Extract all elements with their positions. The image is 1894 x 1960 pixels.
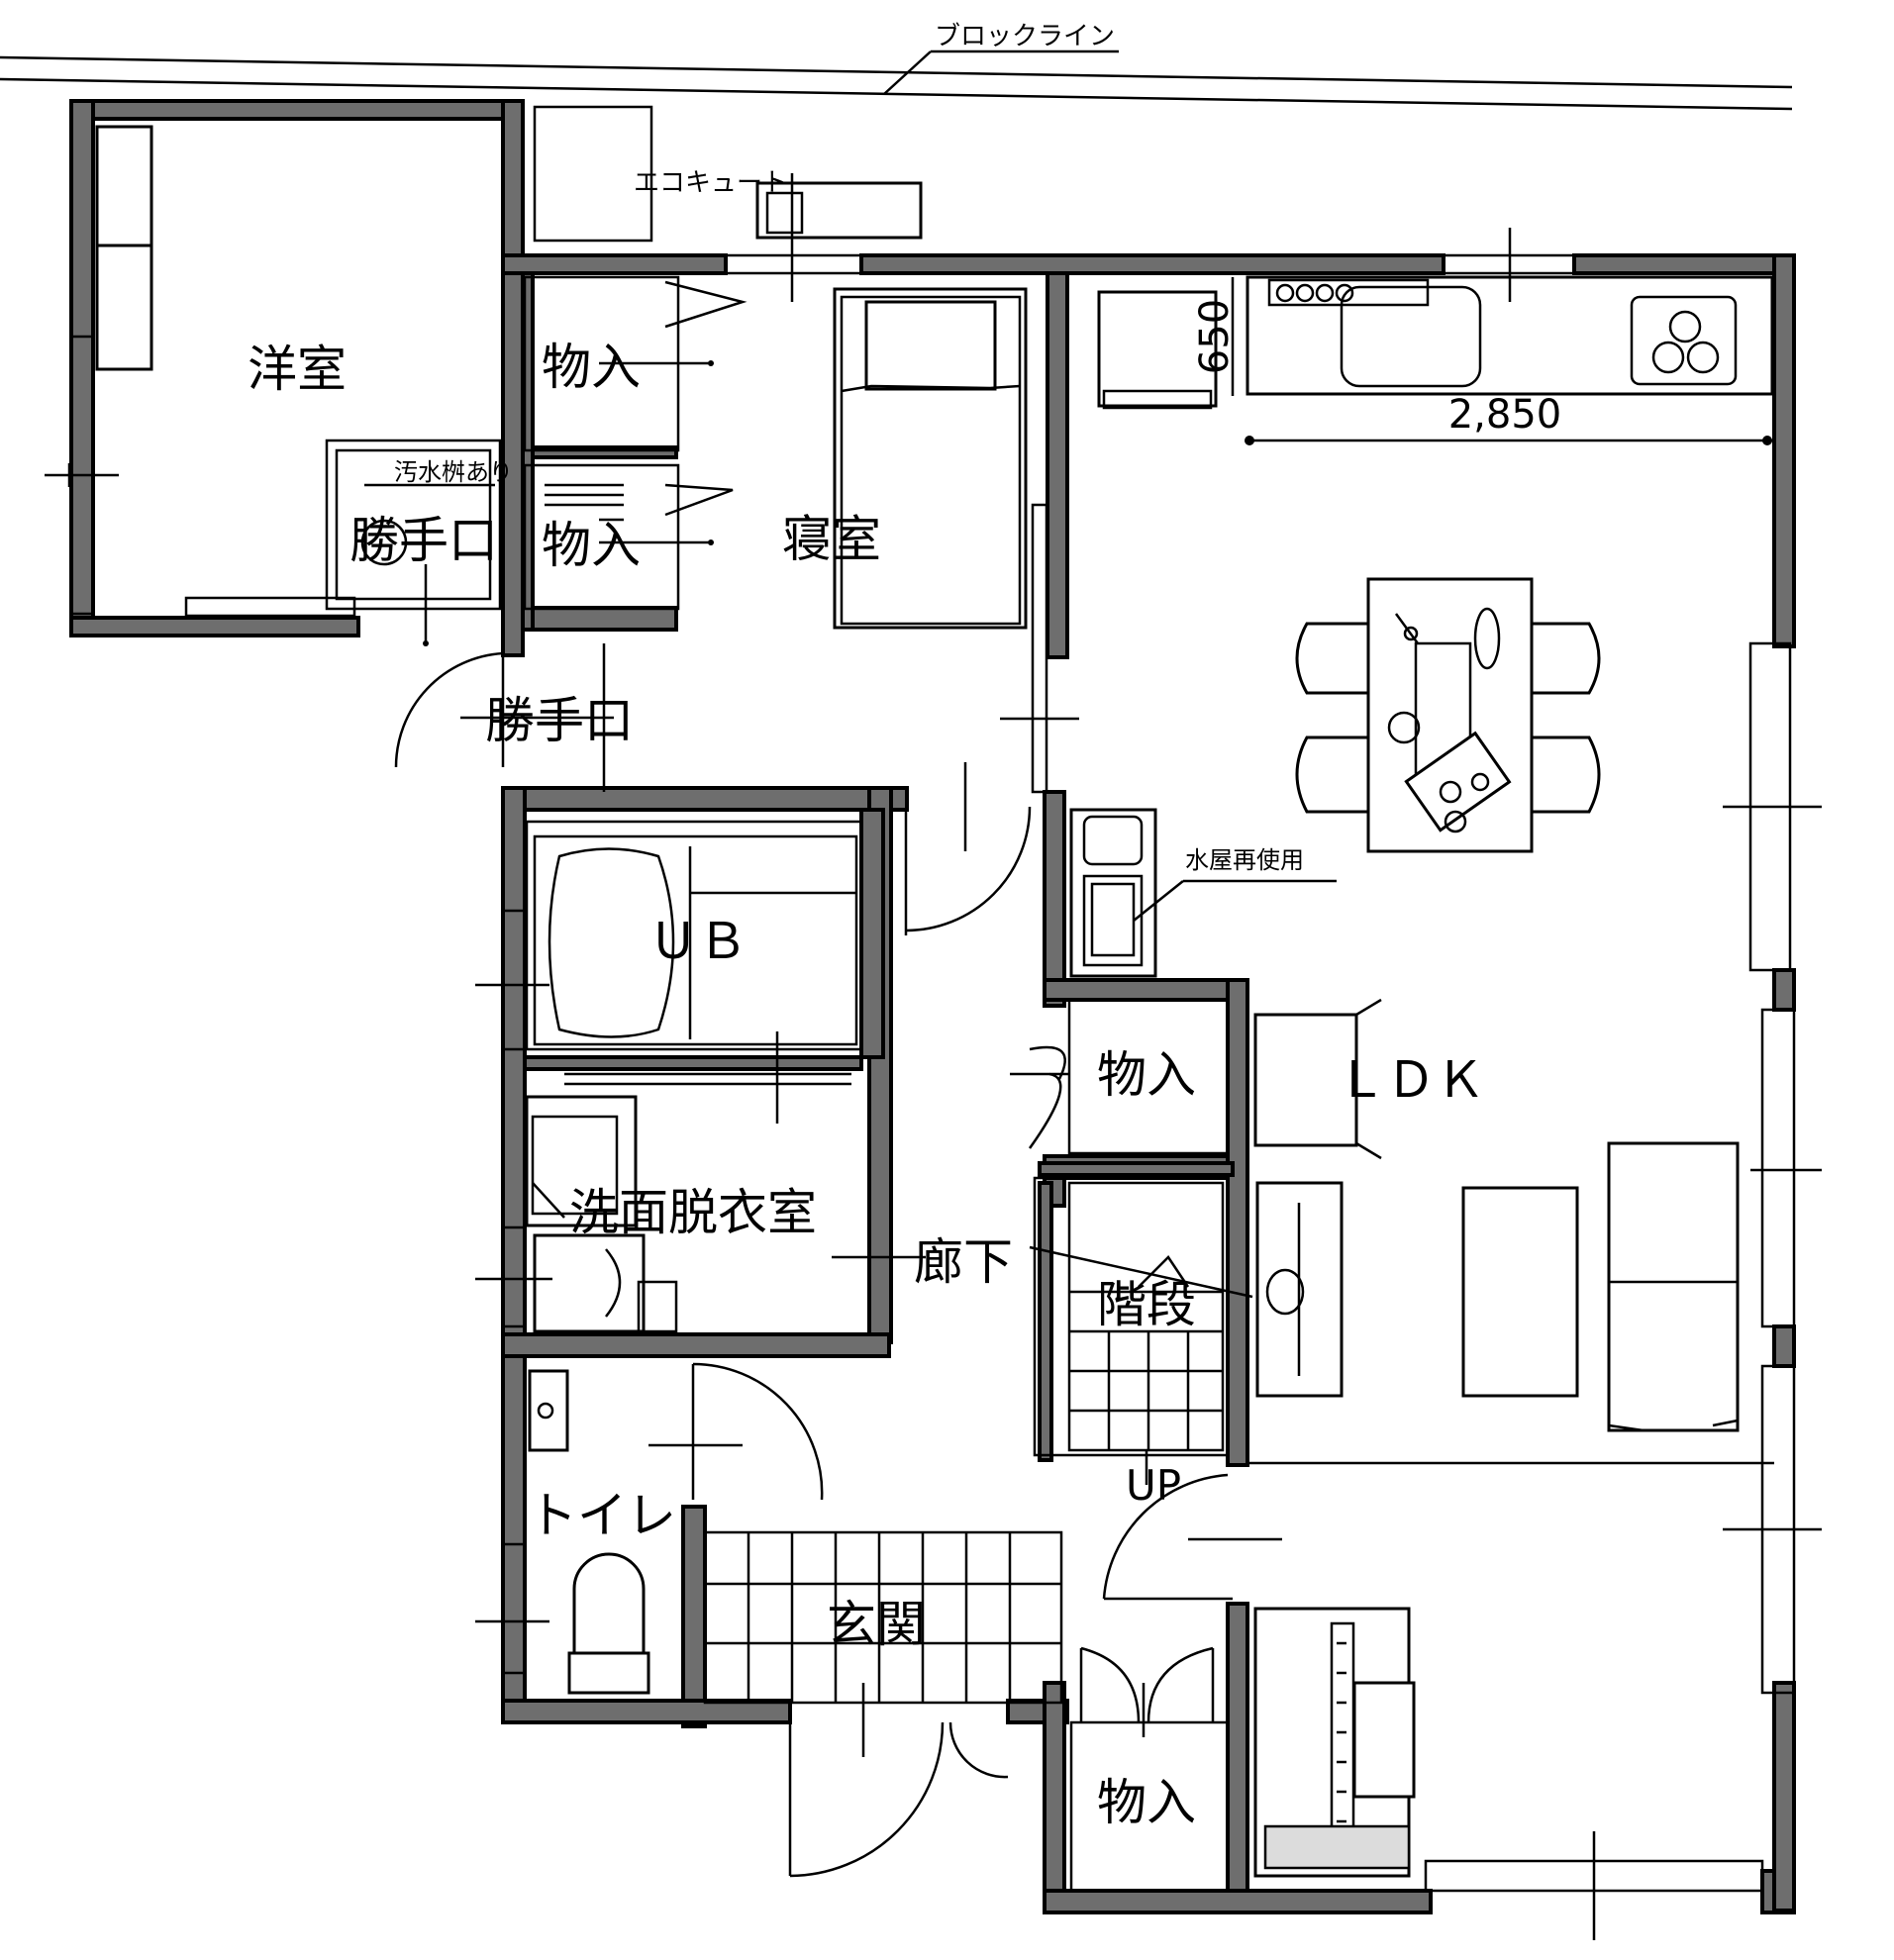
room-label-storage-2: 物入 (542, 517, 641, 574)
staircase[interactable] (1033, 1176, 1230, 1485)
block-line: ブロックライン (0, 22, 1793, 111)
toilet-fixtures[interactable] (475, 1362, 824, 1695)
room-label-entrance: 玄関 (827, 1596, 926, 1653)
room-label-unit-bath: ＵＢ (648, 913, 748, 970)
room-label-storage-4: 物入 (1097, 1774, 1196, 1831)
room-label-corridor: 廊下 (914, 1233, 1013, 1291)
eco-cute-unit: エコキュート (533, 105, 923, 302)
room-label-stairs: 階段 (1097, 1276, 1196, 1333)
room-label-toilet: トイレ (528, 1487, 676, 1544)
room-label-western-room: 洋室 (248, 341, 347, 398)
entrance-floor (703, 1530, 1063, 1757)
washroom-fixtures (475, 1095, 926, 1333)
living-furniture (1247, 805, 1822, 1531)
room-label-washroom: 洗面脱衣室 (569, 1184, 817, 1241)
room-label-storage-1: 物入 (542, 339, 641, 396)
storage-fittings (523, 275, 748, 611)
kitchen-dimension: 2,850 (1448, 392, 1562, 438)
room-label-back-door-inner: 勝手口 (485, 692, 634, 749)
front-door[interactable] (788, 1721, 1009, 1878)
water-cabinet: 水屋再使用 (1069, 808, 1337, 978)
eco-cute-label: エコキュート (634, 168, 788, 198)
western-room-furniture (95, 125, 502, 611)
storage-4-door[interactable] (1069, 1646, 1230, 1893)
block-line-label: ブロックライン (935, 22, 1115, 51)
back-door[interactable] (394, 564, 614, 792)
room-label-storage-3: 物入 (1097, 1046, 1196, 1104)
room-label-bedroom: 寝室 (782, 511, 881, 568)
room-label-back-door-outer: 勝手口 (349, 512, 498, 569)
unit-bath (475, 820, 863, 1124)
dining-set (1295, 577, 1601, 853)
piano (1253, 1607, 1596, 1940)
bed (833, 287, 1028, 630)
hall-door[interactable] (1102, 1473, 1282, 1601)
fridge-dimension: 650 (1192, 299, 1238, 374)
room-label-ldk: ＬＤＫ (1337, 1051, 1485, 1109)
stairs-up-label: UP (1126, 1461, 1181, 1510)
kitchen: 650 2,850 (1097, 228, 1774, 445)
reuse-water-note: 水屋再使用 (1185, 846, 1304, 874)
sewage-basin-note: 汚水桝あり (394, 458, 513, 486)
storage-3-door[interactable] (1010, 998, 1230, 1155)
bedroom-door[interactable] (904, 717, 1079, 935)
